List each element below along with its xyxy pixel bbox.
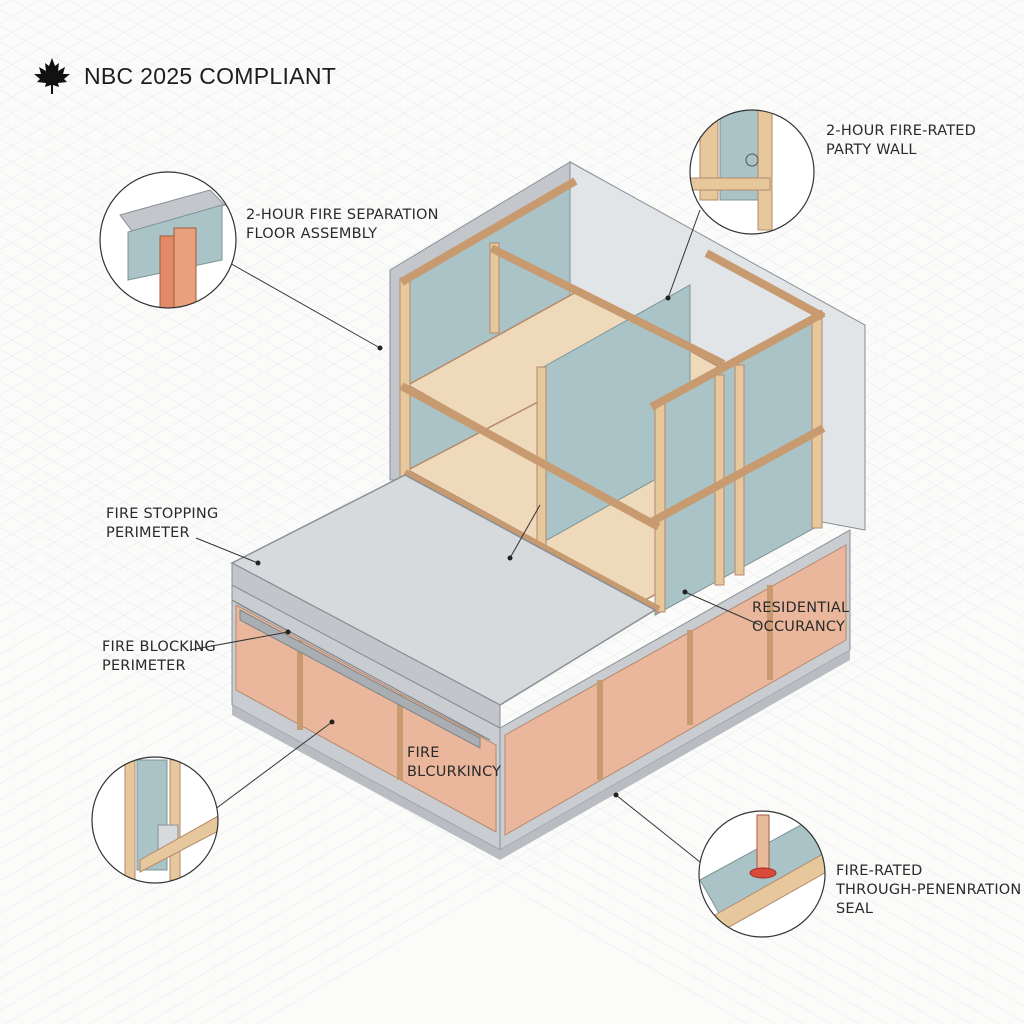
- grid-line: [11, 0, 1024, 586]
- header: NBC 2025 COMPLIANT: [32, 56, 336, 96]
- grid-line: [0, 0, 601, 348]
- grid-line: [0, 0, 433, 251]
- grid-line: [599, 0, 1024, 246]
- grid-line: [0, 0, 909, 526]
- grid-line: [0, 0, 461, 267]
- podium-right-cladding: [504, 544, 847, 836]
- detail-bubble-floor-assembly: [99, 171, 237, 309]
- grid-line: [0, 0, 349, 202]
- grid-line: [0, 0, 741, 429]
- grid-line: [0, 0, 517, 299]
- grid-line: [0, 526, 860, 1024]
- page-title: NBC 2025 COMPLIANT: [84, 62, 337, 89]
- grid-line: [683, 0, 1024, 197]
- concrete-deck-edge-left: [231, 562, 501, 729]
- grid-line: [655, 0, 1024, 214]
- grid-line: [0, 0, 797, 461]
- grid-line: [116, 499, 1024, 1024]
- grid-line: [60, 466, 1024, 1024]
- grid-line: [0, 0, 713, 412]
- label-residential: RESIDENTIAL OCCURANCY: [752, 600, 850, 635]
- leader-lines: [189, 209, 761, 863]
- podium-studs: [297, 585, 773, 780]
- grid-line: [0, 542, 832, 1024]
- grid-line: [0, 462, 972, 1024]
- timber-beams: [399, 177, 826, 614]
- grid-line: [67, 0, 1024, 554]
- grid-line: [256, 579, 1024, 1024]
- grid-line: [543, 0, 1024, 278]
- grid-line: [0, 591, 748, 1024]
- grid-line: [235, 0, 1024, 456]
- grid-line: [347, 0, 1024, 392]
- grid-line: [151, 0, 1024, 505]
- detail-bubble-fire-blocking: [91, 756, 219, 884]
- grid-line: [95, 0, 1024, 537]
- grid-line: [32, 450, 1024, 1024]
- label-party-wall: 2-HOUR FIRE-RATED PARTY WALL: [826, 123, 977, 158]
- grid-line: [0, 478, 944, 1024]
- grid-line: [0, 0, 629, 364]
- grid-line: [144, 515, 1024, 1024]
- detail-bubble-penetration-seal: [698, 810, 826, 938]
- grid-line: [0, 0, 545, 315]
- grid-line: [123, 0, 1024, 521]
- maple-leaf-icon: [34, 58, 70, 94]
- grid-line: [0, 0, 405, 234]
- grid-line: [0, 0, 321, 186]
- grid-line: [179, 0, 1024, 489]
- grid-line: [0, 575, 776, 1024]
- grid-line: [0, 0, 937, 542]
- grid-line: [0, 0, 573, 332]
- grid-line: [0, 0, 769, 445]
- grid-line: [0, 0, 489, 283]
- grid-line: [319, 0, 1024, 408]
- grid-line: [172, 531, 1024, 1024]
- leader-dots: [255, 295, 688, 798]
- label-fire-stopping: FIRE STOPPING PERIMETER: [106, 506, 219, 541]
- grid-line: [571, 0, 1024, 262]
- grid-line: [627, 0, 1024, 230]
- label-penetration-seal: FIRE-RATED THROUGH-PENENRATION SEAL: [836, 863, 1022, 917]
- label-fire-blocking: FIRE BLOCKING PERIMETER: [102, 639, 216, 674]
- grid-line: [375, 0, 1024, 375]
- label-fire-blcurkincy: FIRE BLCURKINCY: [407, 745, 502, 780]
- grid-line: [228, 563, 1024, 1024]
- grid-line: [0, 0, 377, 218]
- grid-line: [88, 482, 1024, 1024]
- grid-line: [0, 0, 965, 558]
- grid-line: [711, 0, 1024, 181]
- grid-line: [0, 0, 685, 396]
- grid-line: [207, 0, 1024, 473]
- grid-line: [0, 494, 916, 1024]
- grid-line: [0, 510, 888, 1024]
- grid-line: [291, 0, 1024, 424]
- grid-line: [0, 0, 825, 477]
- detail-bubble-party-wall: [689, 109, 815, 235]
- grid-line: [0, 0, 657, 380]
- label-floor-assembly: 2-HOUR FIRE SEPARATION FLOOR ASSEMBLY: [246, 207, 439, 242]
- grid-line: [4, 434, 1024, 1024]
- fire-blocking-joist: [231, 599, 491, 749]
- grid-line: [39, 0, 1024, 570]
